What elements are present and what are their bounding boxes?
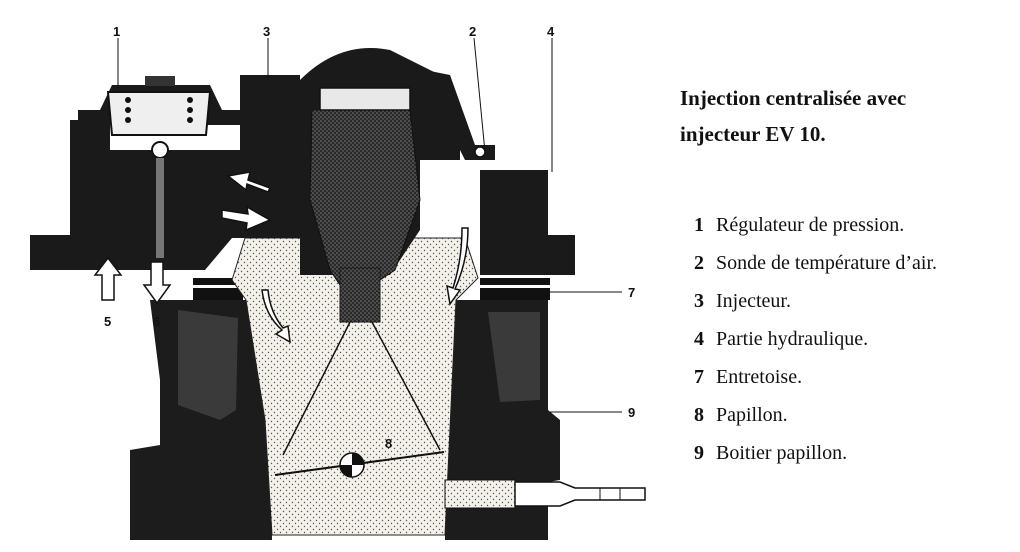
- legend-item: 3 Injecteur.: [694, 282, 1014, 320]
- outlet-pipe: [444, 479, 646, 509]
- legend-item: 4 Partie hydraulique.: [694, 320, 1014, 358]
- legend-text: Boitier papillon.: [716, 442, 848, 464]
- callout-6: 6: [153, 314, 160, 329]
- caption-line-1: Injection centralisée avec: [680, 86, 907, 110]
- injector: [300, 48, 460, 323]
- legend-item: 9 Boitier papillon.: [694, 434, 1014, 472]
- injection-unit-diagram: 1 3 2 4 5 6 7 8 9: [30, 24, 646, 540]
- legend-text: Injecteur.: [716, 290, 791, 312]
- legend-number: 7: [694, 366, 704, 388]
- callout-5: 5: [104, 314, 111, 329]
- legend-item: 2 Sonde de température d’air.: [694, 244, 1014, 282]
- figure-caption: Injection centralisée avec injecteur EV …: [680, 80, 1010, 152]
- callout-8: 8: [385, 436, 392, 451]
- legend-number: 8: [694, 404, 704, 426]
- air-bore: [231, 237, 479, 536]
- legend-item: 7 Entretoise.: [694, 358, 1014, 396]
- caption-line-2: injecteur EV 10.: [680, 122, 826, 146]
- pressure-regulator: [78, 76, 240, 258]
- callout-9: 9: [628, 405, 635, 420]
- legend-number: 2: [694, 252, 704, 274]
- legend-list: 1 Régulateur de pression. 2 Sonde de tempé…: [694, 206, 1014, 472]
- throttle-body: [130, 300, 560, 540]
- callout-4: 4: [547, 24, 555, 39]
- callout-7: 7: [628, 285, 635, 300]
- legend-item: 1 Régulateur de pression.: [694, 206, 1014, 244]
- legend-number: 1: [694, 214, 704, 236]
- callout-2: 2: [469, 24, 476, 39]
- throttle-valve: [274, 321, 445, 478]
- callout-3: 3: [263, 24, 270, 39]
- legend-text: Partie hydraulique.: [716, 328, 869, 350]
- legend-item: 8 Papillon.: [694, 396, 1014, 434]
- leader-lines: [117, 37, 622, 413]
- legend-number: 4: [694, 328, 704, 350]
- air-temperature-sensor: [425, 70, 495, 160]
- legend-text: Entretoise.: [716, 366, 803, 388]
- legend-text: Régulateur de pression.: [716, 214, 905, 236]
- legend-number: 9: [694, 442, 704, 464]
- legend-text: Sonde de température d’air.: [716, 252, 938, 274]
- legend-number: 3: [694, 290, 704, 312]
- flow-arrows: [93, 171, 469, 344]
- callout-1: 1: [113, 24, 120, 39]
- spacer: [193, 278, 550, 300]
- legend-text: Papillon.: [716, 404, 788, 426]
